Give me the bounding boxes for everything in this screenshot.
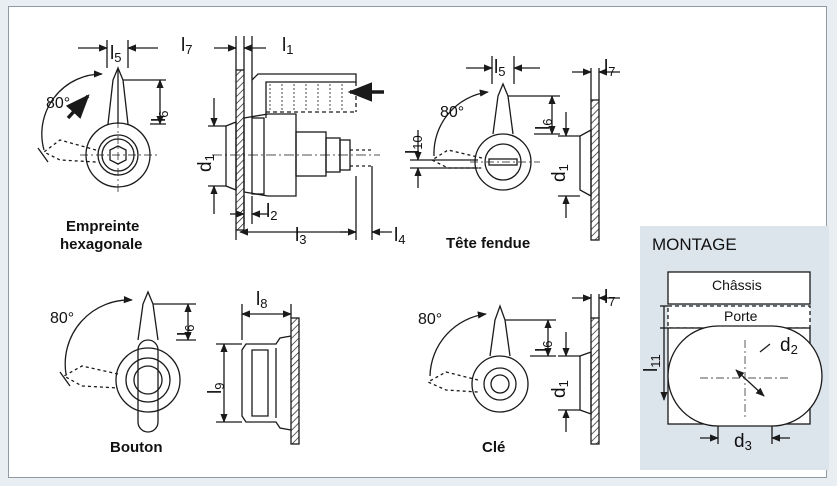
caption-key: Clé xyxy=(482,439,506,456)
dim-label-l11: l11 xyxy=(641,354,663,372)
key-lock-front-view xyxy=(426,304,556,413)
dim-label-l6-slotted: l6 xyxy=(533,118,555,130)
angle-label-knob: 80° xyxy=(50,310,75,327)
angle-label-slotted: 80° xyxy=(440,104,465,121)
dim-label-d1-slotted: d1 xyxy=(549,164,571,182)
dim-label-d1-side: d1 xyxy=(195,154,217,172)
lock-side-section-view xyxy=(208,36,392,240)
angle-label-key: 80° xyxy=(418,311,443,328)
key-lock-side-view xyxy=(558,294,620,445)
dim-label-d2: d2 xyxy=(780,335,798,357)
montage-title: MONTAGE xyxy=(652,235,737,254)
dim-label-l3: l3 xyxy=(295,225,307,247)
caption-hex-line2: hexagonale xyxy=(60,236,143,253)
dim-label-d3: d3 xyxy=(734,431,752,453)
slotted-lock-front-view xyxy=(410,56,560,191)
dim-label-l6-knob: l6 xyxy=(175,324,197,336)
dim-label-l7-slotted: l7 xyxy=(604,57,616,79)
dim-label-l5-hex: l5 xyxy=(110,43,122,65)
angle-label-hex: 80° xyxy=(46,95,71,112)
dim-label-l5-slotted: l5 xyxy=(494,57,506,79)
label-chassis: Châssis xyxy=(712,277,762,293)
montage-cutout-diagram xyxy=(660,271,823,444)
dim-label-l1: l1 xyxy=(282,35,294,57)
dim-label-d1-key: d1 xyxy=(549,380,571,398)
dim-label-l6-key: l6 xyxy=(533,340,555,352)
dim-label-l10: l10 xyxy=(403,135,425,154)
dim-label-l4: l4 xyxy=(394,225,406,247)
knob-lock-front-view xyxy=(59,290,196,433)
knob-lock-side-view xyxy=(216,304,300,445)
caption-slotted-head: Tête fendue xyxy=(446,235,531,252)
dim-label-l7-side: l7 xyxy=(181,35,193,57)
caption-knob: Bouton xyxy=(110,439,163,456)
dim-label-l2: l2 xyxy=(266,201,278,223)
caption-hex-line1: Empreinte xyxy=(66,218,140,235)
dim-label-l6-hex: l6 xyxy=(149,110,171,122)
label-door: Porte xyxy=(724,308,758,324)
slotted-lock-side-view xyxy=(558,68,620,241)
dim-label-l7-key: l7 xyxy=(604,287,616,309)
dim-label-l8: l8 xyxy=(256,289,268,311)
dim-label-l9: l9 xyxy=(205,382,227,394)
hex-lock-front-view xyxy=(37,40,166,195)
